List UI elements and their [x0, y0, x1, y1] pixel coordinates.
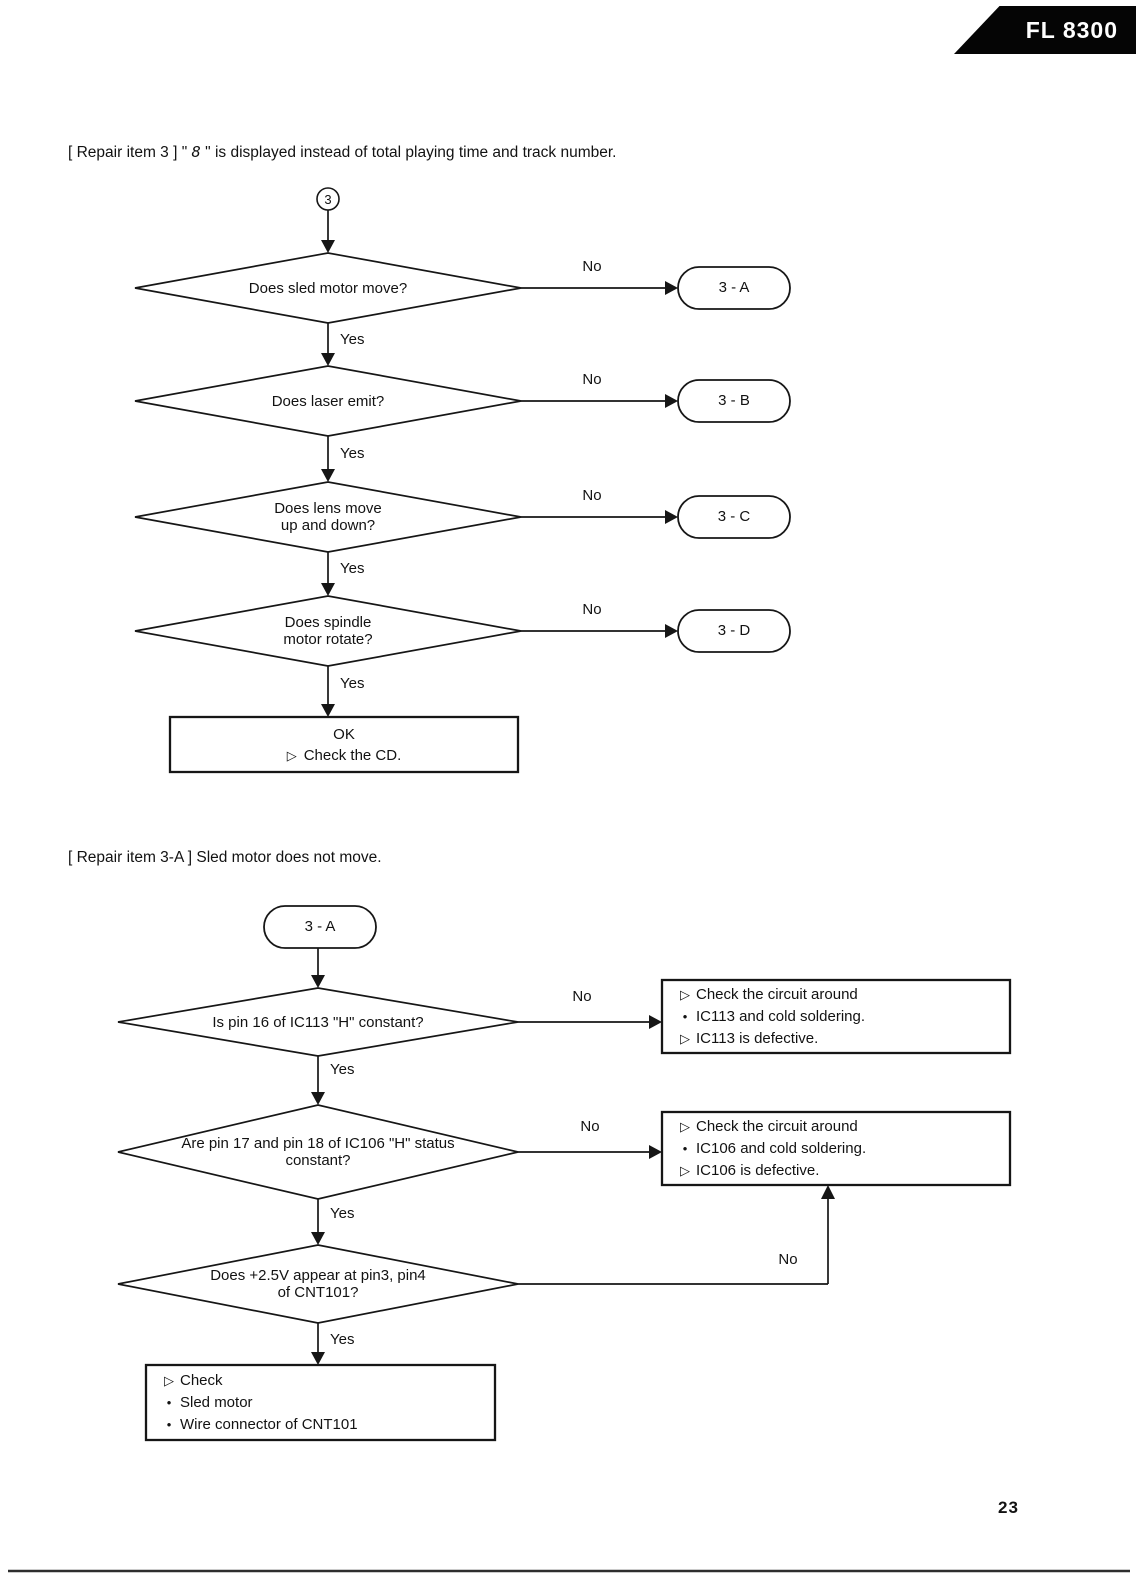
check-text: IC113 is defective.: [696, 1029, 819, 1047]
model-banner: FL 8300: [954, 6, 1136, 54]
arrowhead-down: [321, 469, 335, 482]
decision-line: Does +2.5V appear at pin3, pin4: [210, 1267, 426, 1284]
decision-label-cnt101: Does +2.5V appear at pin3, pin4 of CNT10…: [158, 1267, 478, 1301]
decision-label-spindle: Does spindle motor rotate?: [188, 614, 468, 648]
arrowhead-down: [311, 1232, 325, 1245]
no-label: No: [582, 258, 602, 275]
decision-label-ic113: Is pin 16 of IC113 "H" constant?: [212, 1014, 424, 1031]
bullet-marker-icon: •: [682, 1140, 688, 1156]
arrowhead-down: [311, 1092, 325, 1105]
decision-label-lens: Does lens move up and down?: [188, 500, 468, 534]
connector-label-3a-start: 3 - A: [304, 918, 336, 935]
check-box-ic113-content: ▷ Check the circuit around • IC113 and col…: [662, 980, 1010, 1053]
arrowhead-down: [311, 975, 325, 988]
check-text: IC106 is defective.: [696, 1161, 820, 1179]
decision-line: of CNT101?: [277, 1284, 359, 1301]
decision-line: constant?: [285, 1152, 351, 1169]
check-line: ▷ Check the circuit around: [674, 1116, 1010, 1138]
arrowhead-right: [665, 510, 678, 524]
decision-label-sled: Does sled motor move?: [248, 280, 408, 297]
triangle-marker-icon: ▷: [680, 1162, 690, 1178]
bullet-marker-icon: •: [166, 1416, 172, 1432]
check-line: ▷ Check the circuit around: [674, 984, 1010, 1006]
yes-label: Yes: [340, 560, 365, 577]
yes-label: Yes: [340, 675, 365, 692]
check-line: • IC113 and cold soldering.: [674, 1006, 1010, 1028]
section2-heading: [ Repair item 3-A ] Sled motor does not …: [68, 849, 382, 866]
action-boxes: [144, 715, 1012, 1442]
triangle-marker-icon: ▷: [286, 747, 297, 763]
check-text: Check the circuit around: [696, 985, 858, 1003]
heading-text: " is displayed instead of total playing …: [200, 144, 617, 161]
arrowhead-up: [821, 1185, 835, 1199]
decision-line: up and down?: [280, 517, 376, 534]
connector-label-3d: 3 - D: [717, 622, 751, 639]
check-text: Check: [180, 1371, 223, 1389]
connector-label-3a: 3 - A: [718, 279, 750, 296]
check-text: Sled motor: [180, 1393, 253, 1411]
yes-label: Yes: [340, 331, 365, 348]
ok-line: OK: [333, 725, 355, 743]
check-line: ▷ IC106 is defective.: [674, 1160, 1010, 1182]
page-number: 23: [998, 1498, 1019, 1517]
triangle-marker-icon: ▷: [680, 1118, 690, 1134]
arrowhead-right: [665, 394, 678, 408]
check-box-ic106-content: ▷ Check the circuit around • IC106 and col…: [662, 1112, 1010, 1185]
check-line: • Sled motor: [158, 1392, 495, 1414]
arrowhead-down: [311, 1352, 325, 1365]
connector-label-3b: 3 - B: [718, 392, 750, 409]
connector-label-3c: 3 - C: [717, 508, 751, 525]
yes-label: Yes: [330, 1061, 355, 1078]
decision-label-ic106: Are pin 17 and pin 18 of IC106 "H" statu…: [148, 1135, 488, 1169]
heading-text: [ Repair item 3 ] ": [68, 144, 192, 161]
no-label: No: [572, 988, 592, 1005]
arrowhead-down: [321, 240, 335, 253]
decision-line: Does spindle: [284, 614, 372, 631]
no-label: No: [778, 1251, 798, 1268]
no-label: No: [582, 487, 602, 504]
section1-heading: [ Repair item 3 ] " 8 " is displayed ins…: [68, 143, 616, 162]
no-label: No: [582, 371, 602, 388]
arrowhead-down: [321, 583, 335, 596]
check-line: • Wire connector of CNT101: [158, 1414, 495, 1436]
no-label: No: [580, 1118, 600, 1135]
decision-line: motor rotate?: [283, 631, 373, 648]
arrowhead-right: [649, 1015, 662, 1029]
decision-line: Are pin 17 and pin 18 of IC106 "H" statu…: [181, 1135, 455, 1152]
yes-label: Yes: [340, 445, 365, 462]
check-text: IC113 and cold soldering.: [696, 1007, 865, 1025]
decision-label-laser: Does laser emit?: [271, 393, 385, 410]
seven-segment-eight: 8: [191, 143, 201, 161]
triangle-marker-icon: ▷: [680, 1030, 690, 1046]
check-text: IC106 and cold soldering.: [696, 1139, 867, 1157]
arrowhead-down: [321, 353, 335, 366]
check-line: ▷ Check: [158, 1370, 495, 1392]
check-line: ▷ IC113 is defective.: [674, 1028, 1010, 1050]
check-text: Check the circuit around: [696, 1117, 858, 1135]
triangle-marker-icon: ▷: [680, 986, 690, 1002]
check-line: • IC106 and cold soldering.: [674, 1138, 1010, 1160]
decision-line: Does lens move: [274, 500, 382, 517]
arrowhead-down: [321, 704, 335, 717]
ok-box-content: OK ▷ Check the CD.: [170, 717, 518, 772]
triangle-marker-icon: ▷: [164, 1372, 174, 1388]
check-text: Wire connector of CNT101: [180, 1415, 358, 1433]
yes-label: Yes: [330, 1331, 355, 1348]
offpage-connectors: [263, 266, 791, 949]
bullet-marker-icon: •: [682, 1008, 688, 1024]
check-box-cnt101-content: ▷ Check • Sled motor • Wire connector of CN…: [146, 1365, 495, 1440]
arrowhead-right: [665, 281, 678, 295]
yes-label: Yes: [330, 1205, 355, 1222]
check-cd-text: Check the CD.: [303, 746, 402, 764]
model-label: FL 8300: [1025, 16, 1118, 43]
start-connector-label: 3: [324, 192, 332, 207]
arrowhead-right: [649, 1145, 662, 1159]
no-label: No: [582, 601, 602, 618]
arrowhead-right: [665, 624, 678, 638]
bullet-marker-icon: •: [166, 1394, 172, 1410]
check-cd-line: ▷ Check the CD.: [287, 745, 402, 766]
